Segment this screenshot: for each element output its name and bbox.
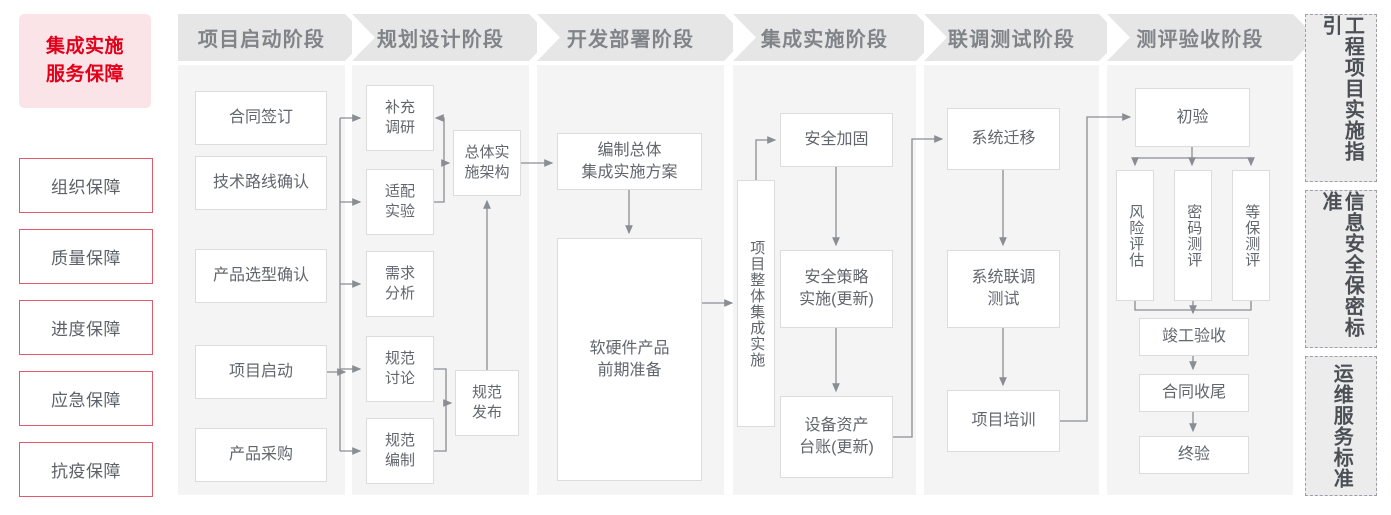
stage-header-joint-test[interactable]: 联调测试阶段: [924, 14, 1122, 61]
stage-header-label: 测评验收阶段: [1136, 29, 1264, 51]
stage-header-planning-design[interactable]: 规划设计阶段: [352, 14, 552, 61]
node-risk-assessment[interactable]: 风险评估: [1116, 170, 1154, 301]
node-overall-project-integration[interactable]: 项目整体集成实施: [737, 180, 775, 427]
left-rail-title-text: 集成实施 服务保障: [45, 36, 124, 85]
node-label: 总体实施架构: [464, 143, 510, 181]
left-rail-item-label: 抗疫保障: [51, 462, 121, 481]
node-label: 系统迁移: [971, 130, 1036, 148]
node-project-kickoff[interactable]: 项目启动: [195, 345, 327, 399]
node-label: 规范发布: [471, 383, 502, 421]
stage-header-project-start[interactable]: 项目启动阶段: [178, 14, 368, 61]
left-rail-item-label: 质量保障: [51, 249, 121, 268]
node-label: 编制总体集成实施方案: [581, 141, 678, 181]
right-rail-label: 信息安全保密标准: [1319, 191, 1364, 338]
node-system-migration[interactable]: 系统迁移: [947, 108, 1060, 170]
node-label: 项目整体集成实施: [748, 239, 766, 368]
node-product-selection[interactable]: 产品选型确认: [195, 249, 327, 303]
stage-header-integration[interactable]: 集成实施阶段: [733, 14, 939, 61]
node-tech-route-confirm[interactable]: 技术路线确认: [195, 156, 327, 210]
stage-header-label: 开发部署阶段: [566, 29, 695, 51]
node-equipment-asset-ledger[interactable]: 设备资产台账(更新): [780, 396, 893, 478]
node-label: 规范编制: [384, 431, 415, 469]
node-label: 产品选型确认: [212, 267, 309, 285]
node-label: 终验: [1177, 446, 1210, 464]
stage-header-dev-deploy[interactable]: 开发部署阶段: [537, 14, 747, 61]
node-label: 技术路线确认: [212, 174, 309, 192]
node-overall-impl-architecture[interactable]: 总体实施架构: [453, 130, 521, 196]
node-mlps-evaluation[interactable]: 等保测评: [1232, 170, 1270, 301]
stage-header-label: 联调测试阶段: [947, 29, 1076, 51]
node-completion-acceptance[interactable]: 竣工验收: [1139, 318, 1249, 356]
stage-header-label: 项目启动阶段: [197, 29, 326, 51]
left-rail-item-label: 进度保障: [51, 320, 121, 339]
left-rail-title: 集成实施 服务保障: [19, 14, 151, 108]
node-adaptation-experiment[interactable]: 适配实验: [366, 169, 434, 235]
left-rail-item-label: 组织保障: [51, 178, 121, 197]
stage-header-label: 集成实施阶段: [760, 29, 889, 51]
left-rail-item-organization[interactable]: 组织保障: [19, 158, 153, 213]
node-label: 等保测评: [1243, 203, 1261, 268]
node-supplementary-research[interactable]: 补充调研: [366, 85, 434, 151]
left-rail-item-quality[interactable]: 质量保障: [19, 229, 153, 284]
left-rail-item-label: 应急保障: [51, 391, 121, 410]
node-product-purchase[interactable]: 产品采购: [195, 428, 327, 482]
node-label: 竣工验收: [1161, 328, 1226, 346]
node-final-acceptance[interactable]: 终验: [1139, 436, 1249, 474]
node-label: 产品采购: [228, 446, 293, 464]
node-label: 适配实验: [384, 182, 415, 220]
node-project-training[interactable]: 项目培训: [947, 390, 1060, 452]
node-label: 补充调研: [384, 98, 415, 136]
left-rail-item-epidemic[interactable]: 抗疫保障: [19, 442, 153, 497]
right-rail-engineering-guideline[interactable]: 工程项目实施指引: [1305, 14, 1377, 182]
node-label: 风险评估: [1127, 203, 1145, 268]
node-security-hardening[interactable]: 安全加固: [780, 113, 893, 167]
node-label: 合同收尾: [1161, 384, 1226, 402]
node-hw-sw-preparation[interactable]: 软硬件产品前期准备: [557, 238, 702, 481]
left-rail-item-schedule[interactable]: 进度保障: [19, 300, 153, 355]
stage-header-evaluation-accept[interactable]: 测评验收阶段: [1107, 14, 1316, 61]
node-requirement-analysis[interactable]: 需求分析: [366, 251, 434, 317]
node-security-policy-impl[interactable]: 安全策略实施(更新): [780, 250, 893, 328]
node-contract-closeout[interactable]: 合同收尾: [1139, 374, 1249, 412]
right-rail-label: 工程项目实施指引: [1319, 15, 1364, 162]
node-contract-signing[interactable]: 合同签订: [195, 91, 327, 145]
node-label: 设备资产台账(更新): [799, 417, 874, 456]
node-label: 安全加固: [804, 131, 869, 149]
left-rail-item-emergency[interactable]: 应急保障: [19, 371, 153, 426]
node-label: 项目培训: [971, 412, 1036, 430]
stage-header-label: 规划设计阶段: [376, 29, 505, 51]
node-label: 系统联调测试: [971, 269, 1036, 308]
node-spec-drafting[interactable]: 规范编制: [366, 418, 434, 484]
node-label: 初验: [1176, 108, 1209, 126]
right-rail-infosec-standard[interactable]: 信息安全保密标准: [1305, 190, 1377, 348]
right-rail-ops-service-standard[interactable]: 运维服务标准: [1305, 356, 1377, 496]
node-label: 项目启动: [228, 363, 293, 381]
right-rail-label: 运维服务标准: [1330, 363, 1353, 489]
node-compile-overall-plan[interactable]: 编制总体集成实施方案: [557, 133, 702, 190]
node-system-joint-debug-test[interactable]: 系统联调测试: [947, 250, 1060, 328]
node-label: 规范讨论: [384, 349, 415, 387]
node-label: 密码测评: [1185, 203, 1203, 268]
node-spec-discussion[interactable]: 规范讨论: [366, 336, 434, 402]
node-label: 安全策略实施(更新): [799, 269, 874, 308]
node-label: 合同签订: [228, 109, 293, 127]
node-spec-release[interactable]: 规范发布: [455, 370, 519, 436]
node-preliminary-acceptance[interactable]: 初验: [1135, 88, 1250, 147]
node-crypto-evaluation[interactable]: 密码测评: [1174, 170, 1212, 301]
node-label: 需求分析: [384, 264, 415, 302]
node-label: 软硬件产品前期准备: [589, 339, 670, 379]
